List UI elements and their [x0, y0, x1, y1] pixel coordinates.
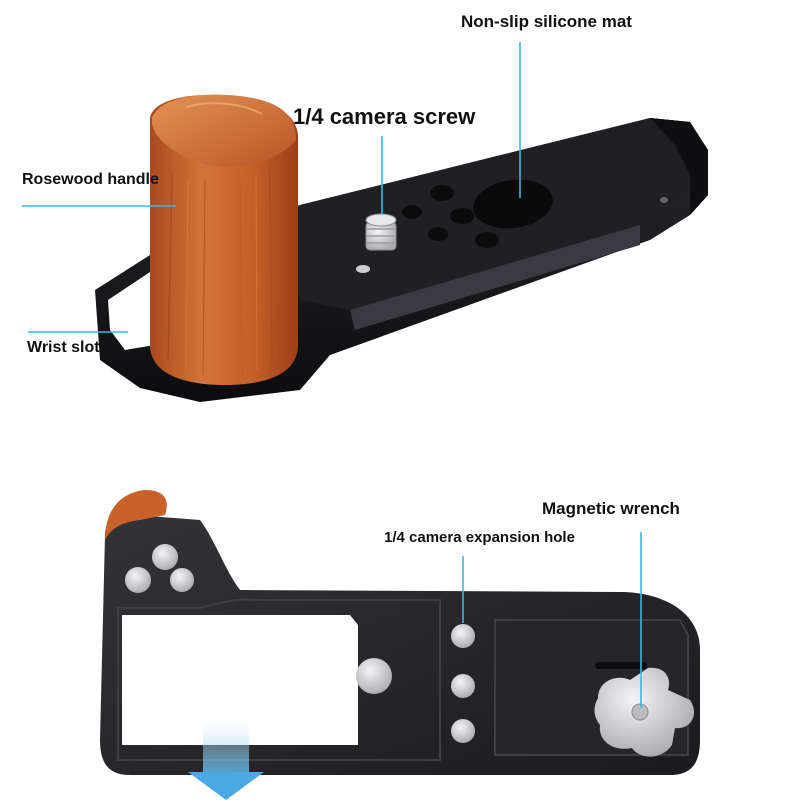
plate-rear-block: [650, 118, 708, 215]
label-expansion-hole: 1/4 camera expansion hole: [384, 529, 575, 546]
label-rosewood-handle: Rosewood handle: [22, 171, 159, 188]
plate-bevel: [350, 225, 640, 330]
plate-hole: [450, 208, 474, 224]
expansion-hole-icon: [451, 719, 475, 743]
label-magnetic-wrench: Magnetic wrench: [542, 499, 680, 518]
wrist-slot-cutout: [108, 272, 155, 350]
plate-engraving: [117, 598, 441, 761]
handle-edge: [105, 490, 167, 540]
callout-leaders: [22, 42, 642, 708]
magnetic-wrench-icon: [594, 667, 695, 757]
label-wrist-slot: Wrist slot: [27, 339, 100, 356]
plate-hole: [660, 197, 668, 203]
down-arrow-icon: [188, 713, 264, 800]
plate-screw: [125, 567, 151, 593]
rosewood-handle-icon: [150, 94, 298, 385]
plate-screw: [170, 568, 194, 592]
wrench-slot: [595, 662, 647, 669]
plate-hole: [475, 232, 499, 248]
label-non-slip-silicone-mat: Non-slip silicone mat: [461, 12, 632, 31]
screw-washer: [356, 265, 370, 273]
plate-screw: [152, 544, 178, 570]
expansion-hole-icon: [451, 624, 475, 648]
silicone-mat-slot: [473, 179, 553, 229]
plate-window: [122, 615, 358, 745]
tripod-screw: [356, 658, 392, 694]
expansion-hole-icon: [451, 674, 475, 698]
camera-screw-icon: [365, 213, 397, 251]
grip-3d-view: [95, 94, 708, 402]
plate-hole: [402, 205, 422, 219]
label-camera-screw: 1/4 camera screw: [293, 104, 476, 129]
grip-bottom-view: [100, 490, 700, 800]
plate-hole: [428, 227, 448, 241]
plate-hole: [430, 185, 454, 201]
